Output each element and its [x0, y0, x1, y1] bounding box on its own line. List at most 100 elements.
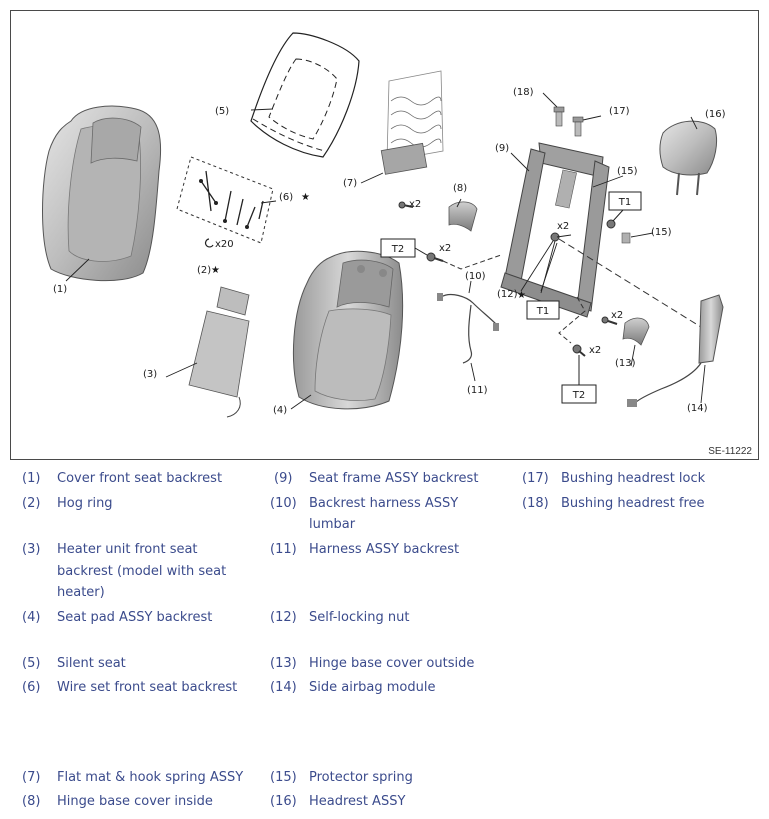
bolt-shape [398, 201, 414, 209]
callout-10: (10) [465, 271, 486, 282]
torque-box-t2-b: T2 [561, 355, 597, 404]
legend-number: (5) [22, 656, 41, 671]
legend-text: Backrest harness ASSY [309, 496, 459, 511]
legend-text: Self-locking nut [309, 610, 410, 625]
qty-bolt-t2: x2 [439, 243, 451, 254]
torque-box-t2-a: T2 [380, 238, 428, 258]
legend-text: lumbar [309, 517, 356, 532]
legend-text: Hinge base cover inside [57, 794, 213, 809]
silent-seat-shape [250, 32, 360, 158]
callout-7: (7) [343, 178, 357, 189]
callout-4: (4) [273, 405, 287, 416]
torque-label: T1 [536, 306, 549, 317]
legend-number: (17) [522, 471, 549, 486]
side-airbag-module-shape [627, 294, 724, 407]
cover-front-seat-backrest-shape [42, 105, 162, 282]
legend-text: Hinge base cover outside [309, 656, 475, 671]
legend-text: backrest (model with seat [57, 564, 227, 579]
torque-box-t1-b: T1 [526, 300, 560, 320]
headrest-assy-shape [659, 120, 718, 196]
callout-9: (9) [495, 143, 509, 154]
legend-number: (18) [522, 496, 549, 511]
legend-number: (14) [270, 680, 297, 695]
torque-label: T1 [618, 197, 631, 208]
leader-lines [65, 92, 706, 410]
legend-number: (8) [22, 794, 41, 809]
legend-text: Harness ASSY backrest [309, 542, 460, 557]
legend-number: (11) [270, 542, 297, 557]
legend-text: Cover front seat backrest [57, 471, 223, 486]
legend-number: (6) [22, 680, 41, 695]
legend-list: (1) Cover front seat backrest (2) Hog ring… [0, 462, 769, 819]
legend-number: (16) [270, 794, 297, 809]
legend-number: (7) [22, 770, 41, 785]
callout-13: (13) [615, 358, 636, 369]
qty-bolt-13: x2 [611, 310, 623, 321]
callout-11: (11) [467, 385, 488, 396]
backrest-harness-lumbar-shape [437, 293, 499, 364]
callout-17: (17) [609, 106, 630, 117]
protector-spring-shape [621, 232, 631, 244]
bushing-headrest-free-shape [553, 106, 565, 127]
legend-number: (13) [270, 656, 297, 671]
bolt-t2-shape [426, 252, 502, 270]
legend-text: Bushing headrest lock [561, 471, 706, 486]
legend-text: Headrest ASSY [309, 794, 406, 809]
callout-15b: (15) [651, 227, 672, 238]
legend-text: Protector spring [309, 770, 413, 785]
callout-3: (3) [143, 369, 157, 380]
callout-12: (12) [497, 289, 518, 300]
torque-box-t1-a: T1 [608, 191, 642, 222]
legend-text: Side airbag module [309, 680, 436, 695]
legend-number: (3) [22, 542, 41, 557]
qty-bolt-8: x2 [409, 199, 421, 210]
legend-text: Heater unit front seat [57, 542, 198, 557]
callout-14: (14) [687, 403, 708, 414]
hog-ring-shape [205, 238, 214, 248]
flat-mat-hook-spring-shape [380, 70, 444, 175]
qty-nut-12: x2 [557, 221, 569, 232]
nut-t1-shape [606, 219, 616, 229]
legend-number: (1) [22, 471, 41, 486]
star-mark: ★ [301, 192, 310, 203]
legend-text: Wire set front seat backrest [57, 680, 238, 695]
seat-frame-backrest-shape [500, 142, 610, 318]
legend-text: Seat frame ASSY backrest [309, 471, 479, 486]
torque-label: T2 [572, 390, 585, 401]
legend-number: (4) [22, 610, 41, 625]
callout-15: (15) [617, 166, 638, 177]
callout-1: (1) [53, 284, 67, 295]
qty-bolt-t2b: x2 [589, 345, 601, 356]
legend-text: Silent seat [57, 656, 126, 671]
diagram-artwork: T2 T1 T1 T2 (1) (2) (3) (4) (5) (6) (7) … [42, 32, 726, 418]
legend-text: Bushing headrest free [561, 496, 705, 511]
torque-label: T2 [391, 244, 404, 255]
star-mark: ★ [211, 265, 220, 276]
legend-number: (2) [22, 496, 41, 511]
part-id-label: SE-11222 [708, 446, 752, 457]
legend-text: Seat pad ASSY backrest [57, 610, 213, 625]
callout-6: (6) [279, 192, 293, 203]
legend-number: (12) [270, 610, 297, 625]
callout-8: (8) [453, 183, 467, 194]
callout-18: (18) [513, 87, 534, 98]
wire-set-shape [176, 156, 274, 244]
legend-number: (15) [270, 770, 297, 785]
exploded-view-diagram: T2 T1 T1 T2 (1) (2) (3) (4) (5) (6) (7) … [10, 10, 759, 460]
bolt-shape [572, 316, 618, 357]
star-mark: ★ [517, 290, 526, 301]
legend-number: (10) [270, 496, 297, 511]
bushing-headrest-lock-shape [572, 116, 584, 137]
legend-text: Hog ring [57, 496, 113, 511]
heater-unit-shape [188, 286, 250, 418]
hinge-cover-inside-shape [448, 201, 478, 232]
legend-text: heater) [57, 585, 105, 600]
hinge-cover-outside-shape [622, 317, 650, 346]
qty-hog-ring: x20 [215, 239, 234, 250]
callout-2: (2) [197, 265, 211, 276]
legend-text: Flat mat & hook spring ASSY [57, 770, 244, 785]
callout-5: (5) [215, 106, 229, 117]
seat-pad-backrest-shape [292, 250, 404, 410]
callout-16: (16) [705, 109, 726, 120]
legend-number: (9) [274, 471, 293, 486]
